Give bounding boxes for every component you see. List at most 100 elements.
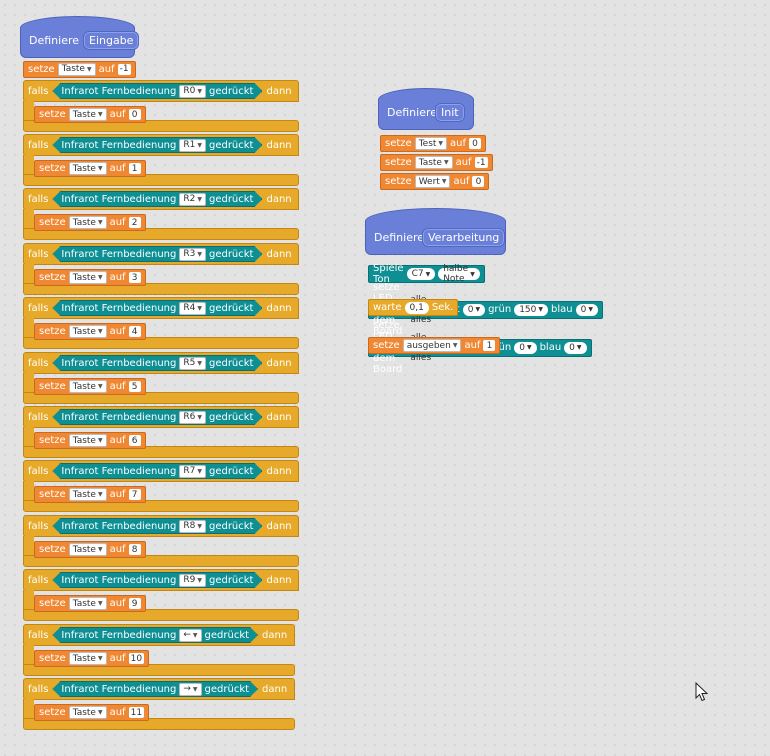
key-dropdown[interactable]: ←▼ (179, 629, 201, 642)
key-dropdown[interactable]: R3▼ (179, 248, 206, 261)
key-dropdown[interactable]: R7▼ (179, 465, 206, 478)
play-tone-block[interactable]: Spiele Ton C7▼ halbe Note▼ (368, 256, 485, 285)
value-input[interactable]: 9 (128, 598, 141, 609)
value-input[interactable]: 4 (128, 326, 141, 337)
wait-block[interactable]: warte 0,1 Sek. (368, 295, 459, 316)
key-dropdown[interactable]: R6▼ (179, 411, 206, 424)
key-dropdown[interactable]: R2▼ (179, 193, 206, 206)
value-input[interactable]: 2 (128, 217, 141, 228)
variable-dropdown[interactable]: Taste▼ (68, 706, 107, 719)
variable-dropdown[interactable]: Taste▼ (68, 271, 107, 284)
set-ausgeben-block[interactable]: setze ausgeben▼ auf 1 (368, 333, 501, 354)
value-input[interactable]: 0 (128, 109, 141, 120)
variable-dropdown[interactable]: Taste▼ (68, 108, 107, 121)
variable-dropdown[interactable]: Taste▼ (68, 434, 107, 447)
blue-input[interactable]: 0▼ (575, 303, 598, 316)
define-verarbeitung-hat[interactable]: Definiere Verarbeitung (365, 208, 506, 255)
duration-dropdown[interactable]: halbe Note▼ (438, 264, 480, 284)
blue-input[interactable]: 0▼ (564, 341, 587, 354)
key-dropdown[interactable]: R5▼ (179, 357, 206, 370)
variable-dropdown[interactable]: Taste▼ (68, 216, 107, 229)
value-input[interactable]: 8 (128, 544, 141, 555)
green-input[interactable]: 150▼ (514, 303, 549, 316)
variable-dropdown[interactable]: Taste▼ (68, 380, 107, 393)
value-input[interactable]: 0 (469, 138, 482, 149)
variable-dropdown[interactable]: Taste▼ (68, 597, 107, 610)
value-input[interactable]: 7 (128, 489, 141, 500)
set-taste-init-block[interactable]: setze Taste▼ auf -1 (23, 61, 136, 78)
wait-input[interactable]: 0,1 (404, 301, 429, 314)
value-input[interactable]: -1 (117, 64, 131, 75)
define-eingabe-hat[interactable]: Definiere Eingabe (20, 16, 140, 58)
key-dropdown[interactable]: R1▼ (179, 139, 206, 152)
variable-dropdown[interactable]: Wert▼ (414, 175, 451, 188)
note-dropdown[interactable]: C7▼ (406, 268, 436, 280)
key-dropdown[interactable]: →▼ (179, 683, 201, 696)
variable-dropdown[interactable]: Taste▼ (68, 162, 107, 175)
value-input[interactable]: 1 (483, 340, 496, 351)
value-input[interactable]: 1 (128, 163, 141, 174)
ir-remote-condition[interactable]: Infrarot Fernbedienung→▼gedrückt (52, 681, 258, 697)
green-input[interactable]: 0▼ (514, 341, 537, 354)
variable-dropdown[interactable]: Test▼ (414, 137, 448, 150)
value-input[interactable]: 3 (128, 272, 141, 283)
define-init-hat[interactable]: Definiere Init (378, 88, 474, 130)
variable-dropdown[interactable]: ausgeben▼ (402, 339, 462, 352)
value-input[interactable]: 0 (472, 176, 485, 187)
value-input[interactable]: 11 (128, 707, 145, 718)
variable-dropdown[interactable]: Taste▼ (68, 543, 107, 556)
variable-dropdown[interactable]: Taste▼ (57, 63, 96, 76)
variable-dropdown[interactable]: Taste▼ (68, 325, 107, 338)
value-input[interactable]: 5 (128, 381, 141, 392)
variable-dropdown[interactable]: Taste▼ (68, 652, 107, 665)
key-dropdown[interactable]: R0▼ (179, 85, 206, 98)
red-input[interactable]: 0▼ (462, 303, 486, 316)
key-dropdown[interactable]: R4▼ (179, 302, 206, 315)
value-input[interactable]: -1 (474, 157, 488, 168)
variable-dropdown[interactable]: Taste▼ (414, 156, 453, 169)
ir-remote-condition[interactable]: Infrarot Fernbedienung←▼gedrückt (52, 627, 258, 643)
variable-dropdown[interactable]: Taste▼ (68, 488, 107, 501)
value-input[interactable]: 6 (128, 435, 141, 446)
key-dropdown[interactable]: R8▼ (179, 520, 206, 533)
key-dropdown[interactable]: R9▼ (179, 574, 206, 587)
value-input[interactable]: 10 (128, 653, 145, 664)
